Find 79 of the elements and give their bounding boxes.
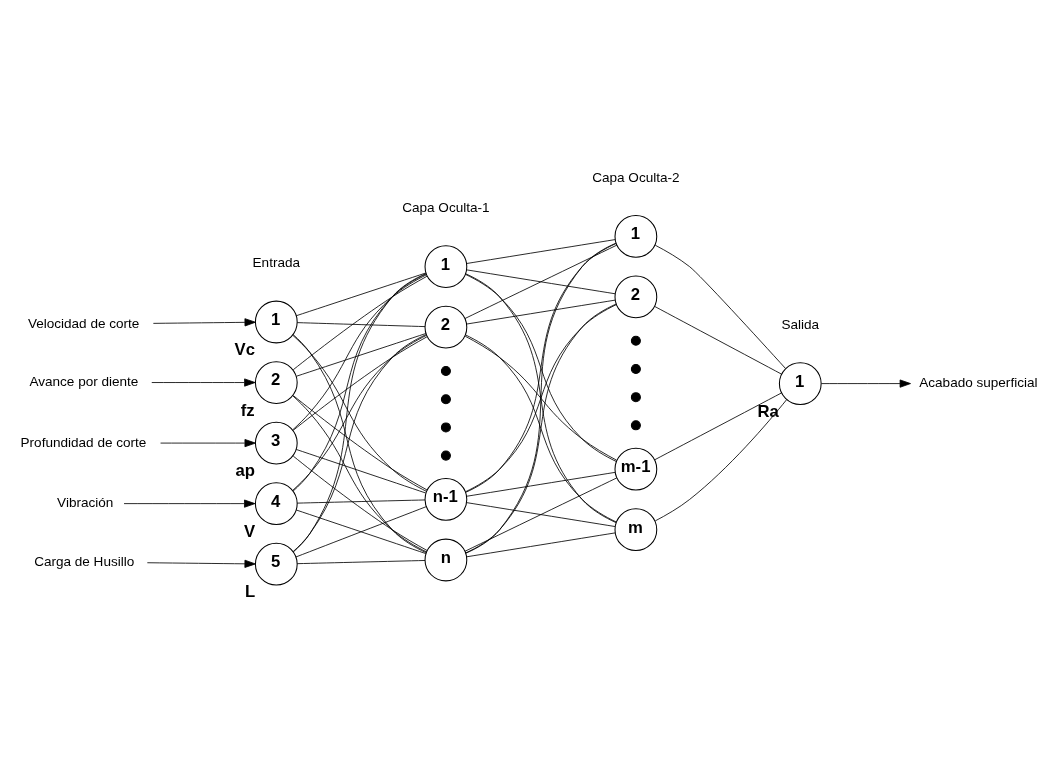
- node-dot: [440, 422, 451, 433]
- arrow: [821, 379, 911, 388]
- node-circle: 2: [424, 305, 468, 349]
- connector: [465, 274, 617, 462]
- node-dot: [440, 450, 451, 461]
- connector: [295, 272, 427, 317]
- connector: [292, 273, 427, 492]
- node-dot: [630, 392, 641, 403]
- node-circle: 3: [254, 421, 298, 465]
- connector: [466, 269, 616, 295]
- connector: [292, 395, 427, 553]
- node-label: L: [244, 582, 256, 602]
- node-circle: 1: [424, 245, 468, 289]
- connector: [465, 303, 617, 554]
- arrow: [123, 499, 256, 508]
- connector: [292, 395, 428, 491]
- connector: [464, 335, 617, 461]
- node-circle: 2: [254, 361, 298, 404]
- connector: [466, 502, 616, 527]
- node-circle: m: [614, 508, 658, 552]
- node-dot: [630, 420, 641, 431]
- node-text: Acabado superficial: [919, 375, 1038, 391]
- arrow: [160, 439, 256, 448]
- node-text: Profundidad de corte: [20, 434, 147, 450]
- connector: [466, 471, 616, 497]
- node-label: Vc: [234, 340, 255, 360]
- connector: [296, 560, 426, 565]
- connector: [654, 399, 788, 522]
- connector: [465, 243, 617, 493]
- connector: [466, 239, 616, 264]
- connector: [292, 275, 428, 371]
- node-text: Vibración: [57, 495, 114, 511]
- connector: [295, 333, 427, 377]
- connector: [465, 242, 617, 554]
- connector: [465, 334, 617, 523]
- connector: [296, 322, 426, 328]
- label: Capa Oculta-1: [402, 199, 490, 215]
- node-circle: 5: [254, 542, 298, 586]
- node-circle: m-1: [614, 447, 658, 491]
- arrow: [152, 318, 256, 327]
- arrow: [146, 559, 256, 568]
- connector: [295, 449, 427, 494]
- arrow: [151, 378, 256, 387]
- node-label: V: [243, 521, 256, 541]
- node-circle: 4: [254, 482, 298, 525]
- node-dot: [440, 394, 451, 405]
- label: Entrada: [252, 255, 301, 271]
- connector: [292, 455, 428, 551]
- connector: [465, 304, 617, 493]
- label: Salida: [781, 316, 820, 332]
- node-text: Avance por diente: [29, 374, 139, 390]
- connector: [296, 499, 426, 504]
- node-text: Velocidad de corte: [27, 315, 140, 331]
- connector: [464, 477, 618, 552]
- node-circle: n: [424, 538, 468, 582]
- node-circle: 1: [254, 300, 298, 344]
- node-circle: 1: [614, 215, 658, 258]
- connector: [654, 244, 786, 369]
- node-circle: n-1: [424, 478, 468, 521]
- connector: [464, 244, 618, 319]
- connector: [292, 334, 427, 553]
- node-circle: 1: [778, 362, 822, 405]
- label: Capa Oculta-2: [592, 169, 680, 185]
- connector: [465, 273, 617, 524]
- connector: [292, 274, 427, 431]
- node-text: Carga de Husillo: [34, 553, 135, 569]
- connector: [292, 336, 428, 431]
- node-label: Ra: [757, 401, 779, 421]
- node-circle: 2: [614, 275, 658, 319]
- node-label: fz: [240, 400, 255, 420]
- node-dot: [630, 335, 641, 346]
- connector: [466, 299, 616, 325]
- node-dot: [440, 366, 451, 377]
- connector: [466, 532, 616, 558]
- connector: [654, 392, 782, 461]
- connector: [654, 305, 782, 375]
- node-dot: [630, 363, 641, 374]
- node-label: ap: [235, 461, 256, 481]
- connector: [292, 273, 427, 553]
